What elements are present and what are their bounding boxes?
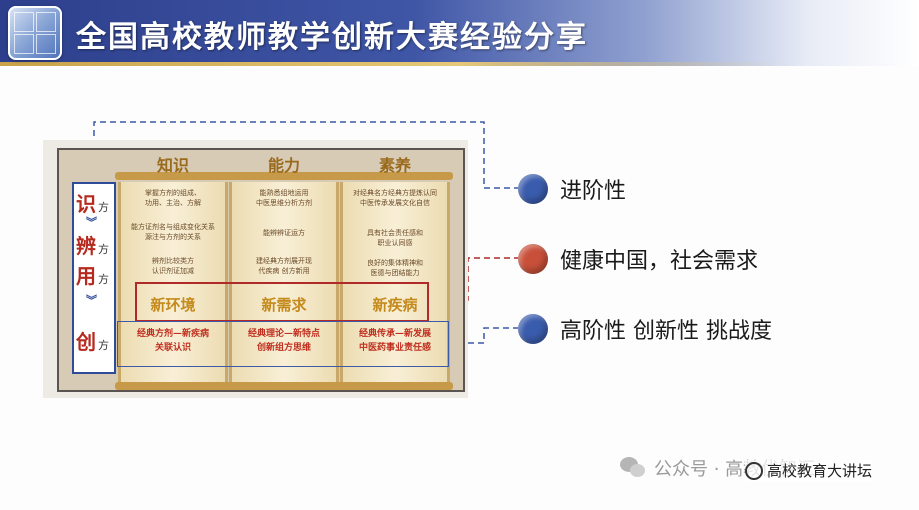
chevron-down-icon: ︾ <box>86 294 97 307</box>
channel-icon <box>745 461 763 480</box>
page-title: 全国高校教师教学创新大赛经验分享 <box>76 20 588 55</box>
scroll-text: 中医传承发展文化自信 <box>360 199 430 207</box>
scroll-text: 功用、主治、方解 <box>145 199 201 207</box>
bottom-text: 经典理论—新特点 <box>247 329 320 339</box>
point-text: 高阶性 创新性 挑战度 <box>560 319 772 344</box>
scroll-text: 掌握方剂的组成、 <box>145 189 201 197</box>
point-health-china: 健康中国，社会需求 <box>518 243 758 275</box>
title-bar-accent <box>0 62 919 66</box>
channel-name: 高校教育大讲坛 <box>767 462 873 480</box>
scroll-text: 认识剂证加减 <box>152 267 194 275</box>
scroll-text: 中医思维分析方剂 <box>256 199 312 207</box>
wechat-icon <box>620 457 646 479</box>
bullet-dot-icon <box>518 314 548 344</box>
key-word: 新需求 <box>261 296 307 314</box>
column-title: 素养 <box>378 156 411 175</box>
bottom-text: 中医药事业责任感 <box>358 343 431 353</box>
highlight-box-red <box>135 282 429 322</box>
scroll-text: 建经典方剂展开现 <box>256 257 312 265</box>
method-item: 创方 <box>76 330 109 354</box>
scroll-text: 具有社会责任感和 <box>367 229 423 237</box>
scroll-text: 能方证剂名与组成变化关系 <box>131 223 215 231</box>
scroll-rod-bottom <box>226 382 342 390</box>
scroll-text: 辨剂比较类方 <box>152 257 194 265</box>
title-bar <box>0 0 919 66</box>
point-text: 健康中国，社会需求 <box>560 249 759 274</box>
scroll-text: 对经典名方经典方提炼认同 <box>353 189 437 197</box>
point-progressive: 进阶性 <box>518 173 626 205</box>
bullet-dot-icon <box>518 244 548 274</box>
scroll-text: 源注与方剂的关系 <box>145 233 201 241</box>
channel-label: 高校教育大讲坛 <box>745 460 873 481</box>
chevron-down-icon: ︾ <box>86 216 97 229</box>
scroll-text: 良好的集体精神和 <box>367 259 423 267</box>
logo-cube-icon <box>8 6 62 60</box>
bullet-dot-icon <box>518 174 548 204</box>
bottom-text: 关联认识 <box>154 343 191 353</box>
key-word: 新疾病 <box>372 296 418 314</box>
method-item: 用方 <box>76 264 109 288</box>
scroll-rod-bottom <box>115 382 231 390</box>
bottom-text: 经典传承—新发展 <box>358 329 431 339</box>
scroll-text: 能熟悉组地运用 <box>259 189 309 197</box>
bottom-text: 创新组方思维 <box>256 343 311 353</box>
scroll-rod-top <box>226 172 342 180</box>
scroll-rod-top <box>115 172 231 180</box>
method-item: 辨方 <box>76 234 109 258</box>
scroll-text: 能辨辨证运方 <box>263 229 305 237</box>
column-title: 知识 <box>156 156 189 175</box>
scroll-text: 医德与团结能力 <box>370 269 420 277</box>
method-column: 识方 ︾ 辨方 用方 ︾ 创方 <box>72 182 116 374</box>
scroll-rod-top <box>337 172 453 180</box>
scroll-text: 代疾病 创方新用 <box>258 267 310 275</box>
point-high-order: 高阶性 创新性 挑战度 <box>518 313 772 345</box>
method-item: 识方 <box>76 192 109 216</box>
highlight-box-blue <box>117 321 449 367</box>
point-text: 进阶性 <box>560 179 627 204</box>
scroll-rod-bottom <box>337 382 453 390</box>
scroll-text: 职业认同感 <box>377 239 413 247</box>
column-title: 能力 <box>267 156 300 175</box>
key-word: 新环境 <box>150 296 196 314</box>
bottom-text: 经典方剂—新疾病 <box>136 329 209 339</box>
